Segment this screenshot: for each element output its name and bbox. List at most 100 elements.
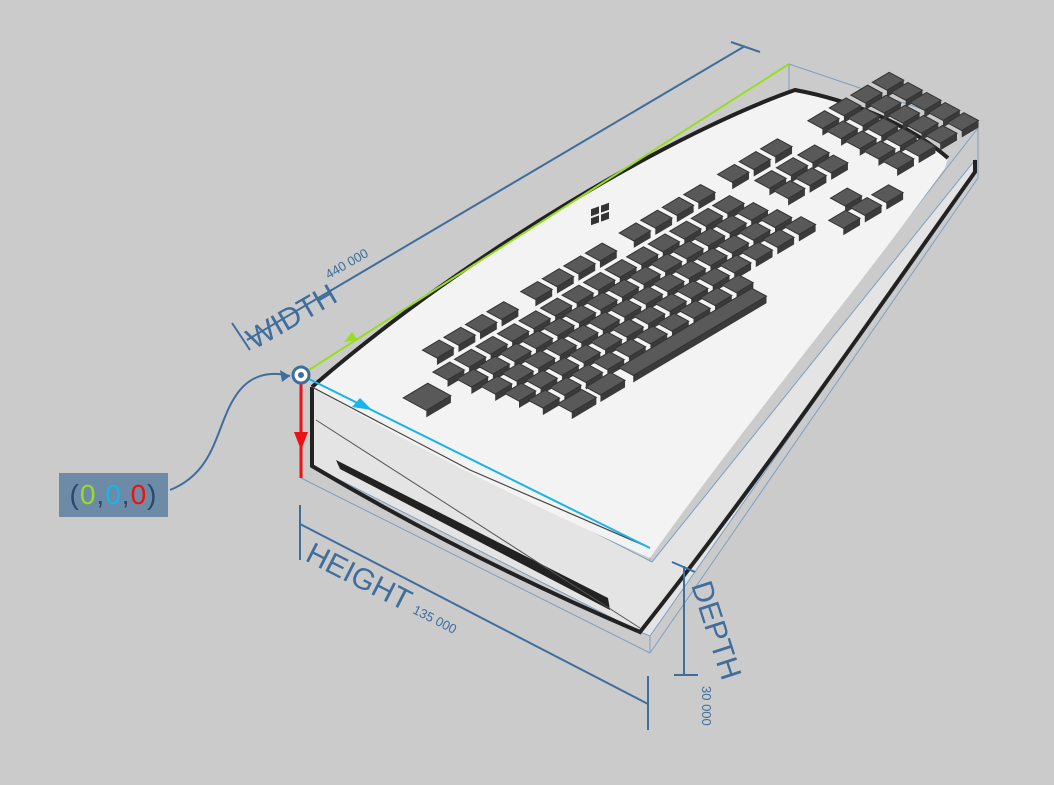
keycap xyxy=(527,389,561,409)
keycap xyxy=(738,151,772,171)
keycap xyxy=(656,312,690,332)
keycap-side xyxy=(633,296,767,383)
keycap xyxy=(714,214,748,234)
keycap xyxy=(563,304,597,324)
keycap xyxy=(794,167,828,187)
keycap xyxy=(870,184,905,204)
keycap-side xyxy=(845,195,862,213)
keycap-side xyxy=(698,192,716,210)
height-label: HEIGHT xyxy=(301,537,417,618)
keycap xyxy=(865,117,900,137)
keycap xyxy=(498,342,533,362)
keycap-side xyxy=(775,146,793,164)
keycap xyxy=(761,228,796,248)
keycap xyxy=(753,169,788,190)
keycap xyxy=(828,97,862,117)
keycap xyxy=(668,220,703,240)
keycap xyxy=(561,284,595,304)
keycap xyxy=(608,298,643,318)
keycap-side xyxy=(798,224,816,242)
origin-z-value: 0 xyxy=(130,479,148,510)
keycap-side xyxy=(777,237,795,255)
keycap xyxy=(673,260,707,280)
keycap xyxy=(697,267,731,287)
keycap xyxy=(671,240,705,260)
keycap xyxy=(825,120,859,140)
keycap xyxy=(862,140,897,160)
keycap xyxy=(849,197,883,217)
keycap xyxy=(815,154,849,174)
keycap xyxy=(546,356,580,377)
origin-separator: , xyxy=(121,479,131,510)
keycap-side xyxy=(755,250,773,268)
keycap-side xyxy=(897,158,914,176)
keycap xyxy=(541,317,576,337)
keycap xyxy=(591,351,626,371)
keycap xyxy=(759,209,793,229)
keycap xyxy=(690,207,724,227)
keycap xyxy=(716,163,750,183)
keycap xyxy=(617,287,768,377)
keycap xyxy=(539,297,573,317)
keycap xyxy=(556,388,598,413)
keycap xyxy=(544,337,578,357)
keycap xyxy=(565,324,600,344)
keycap xyxy=(604,259,638,279)
keycap-side xyxy=(447,369,465,387)
keycap xyxy=(827,209,862,229)
keycap xyxy=(890,81,924,101)
keycap xyxy=(570,364,604,384)
keycap xyxy=(522,349,557,369)
keycap xyxy=(524,369,559,389)
keycap-side xyxy=(655,218,673,236)
dimension-lines xyxy=(169,41,761,730)
keycap xyxy=(783,216,817,236)
keycap xyxy=(479,375,513,395)
keycap-side xyxy=(436,347,454,365)
keycap xyxy=(849,84,884,104)
depth-label: DEPTH xyxy=(684,577,747,684)
keycap xyxy=(485,301,520,321)
origin-y-value: 0 xyxy=(105,479,122,510)
keycap xyxy=(503,382,537,402)
keycap xyxy=(846,107,881,127)
keycap xyxy=(589,331,623,351)
height-value: 135 000 xyxy=(410,602,459,637)
keycap xyxy=(740,241,774,261)
axes xyxy=(291,63,790,549)
keycap xyxy=(829,187,863,207)
origin-open-paren: ( xyxy=(69,479,80,510)
keycap xyxy=(881,150,915,170)
keycap xyxy=(584,371,627,396)
keycap-side xyxy=(600,380,626,402)
keycap xyxy=(884,127,918,147)
keycap xyxy=(677,299,712,319)
axis-y-arrow xyxy=(352,398,372,410)
keycap xyxy=(587,311,621,331)
keycap-side xyxy=(607,359,625,377)
keycap xyxy=(627,266,662,286)
keycap xyxy=(772,180,806,200)
keycap-side xyxy=(676,205,694,223)
keycap-side xyxy=(571,397,597,420)
keycap xyxy=(464,313,498,333)
keycap xyxy=(887,104,921,124)
keycap-side xyxy=(843,218,861,236)
keycap xyxy=(501,362,535,382)
keycap-side xyxy=(961,120,979,138)
keycap xyxy=(905,114,940,134)
keycap-side xyxy=(471,376,489,395)
axis-z-arrow xyxy=(294,432,308,450)
depth-value: 30 000 xyxy=(699,686,714,726)
keycap-side xyxy=(535,289,553,307)
keycap xyxy=(692,227,726,247)
keycap xyxy=(946,112,980,132)
keycap xyxy=(675,280,710,300)
keycap xyxy=(634,325,669,345)
keycap xyxy=(868,94,902,114)
keycaps-group xyxy=(402,71,980,420)
keycap xyxy=(737,221,772,241)
keycap xyxy=(582,271,617,291)
keycap xyxy=(496,323,530,343)
